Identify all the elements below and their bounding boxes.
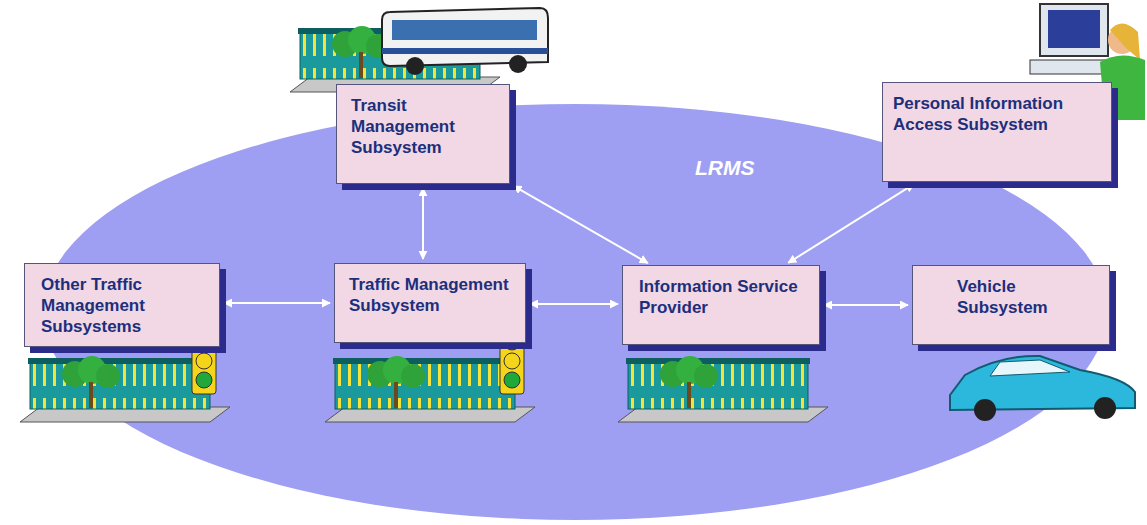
- box-label: Transit Management Subsystem: [351, 95, 497, 158]
- building: [618, 356, 828, 422]
- car: [950, 356, 1135, 421]
- bus: [382, 8, 548, 75]
- subsystem-box: Personal Information Access Subsystem: [882, 82, 1112, 182]
- data-flow-arrow: [513, 186, 647, 263]
- subsystem-box: Information Service Provider: [622, 265, 820, 345]
- data-flow-arrow: [824, 304, 908, 306]
- box-label: Information Service Provider: [639, 276, 799, 318]
- box-label: Other Traffic Management Subsystems: [41, 274, 207, 337]
- subsystem-box: Transit Management Subsystem: [336, 84, 510, 184]
- data-flow-arrow: [224, 302, 330, 304]
- subsystem-box: Traffic Management Subsystem: [334, 263, 526, 343]
- subsystem-box: Vehicle Subsystem: [912, 265, 1110, 345]
- data-flow-arrow: [788, 184, 914, 263]
- subsystem-box: Other Traffic Management Subsystems: [24, 263, 220, 347]
- region-label: LRMS: [695, 156, 755, 180]
- box-label: Vehicle Subsystem: [957, 276, 1087, 318]
- box-label: Traffic Management Subsystem: [349, 274, 509, 316]
- data-flow-arrow: [530, 303, 618, 305]
- data-flow-arrow: [422, 188, 424, 259]
- box-label: Personal Information Access Subsystem: [893, 93, 1068, 135]
